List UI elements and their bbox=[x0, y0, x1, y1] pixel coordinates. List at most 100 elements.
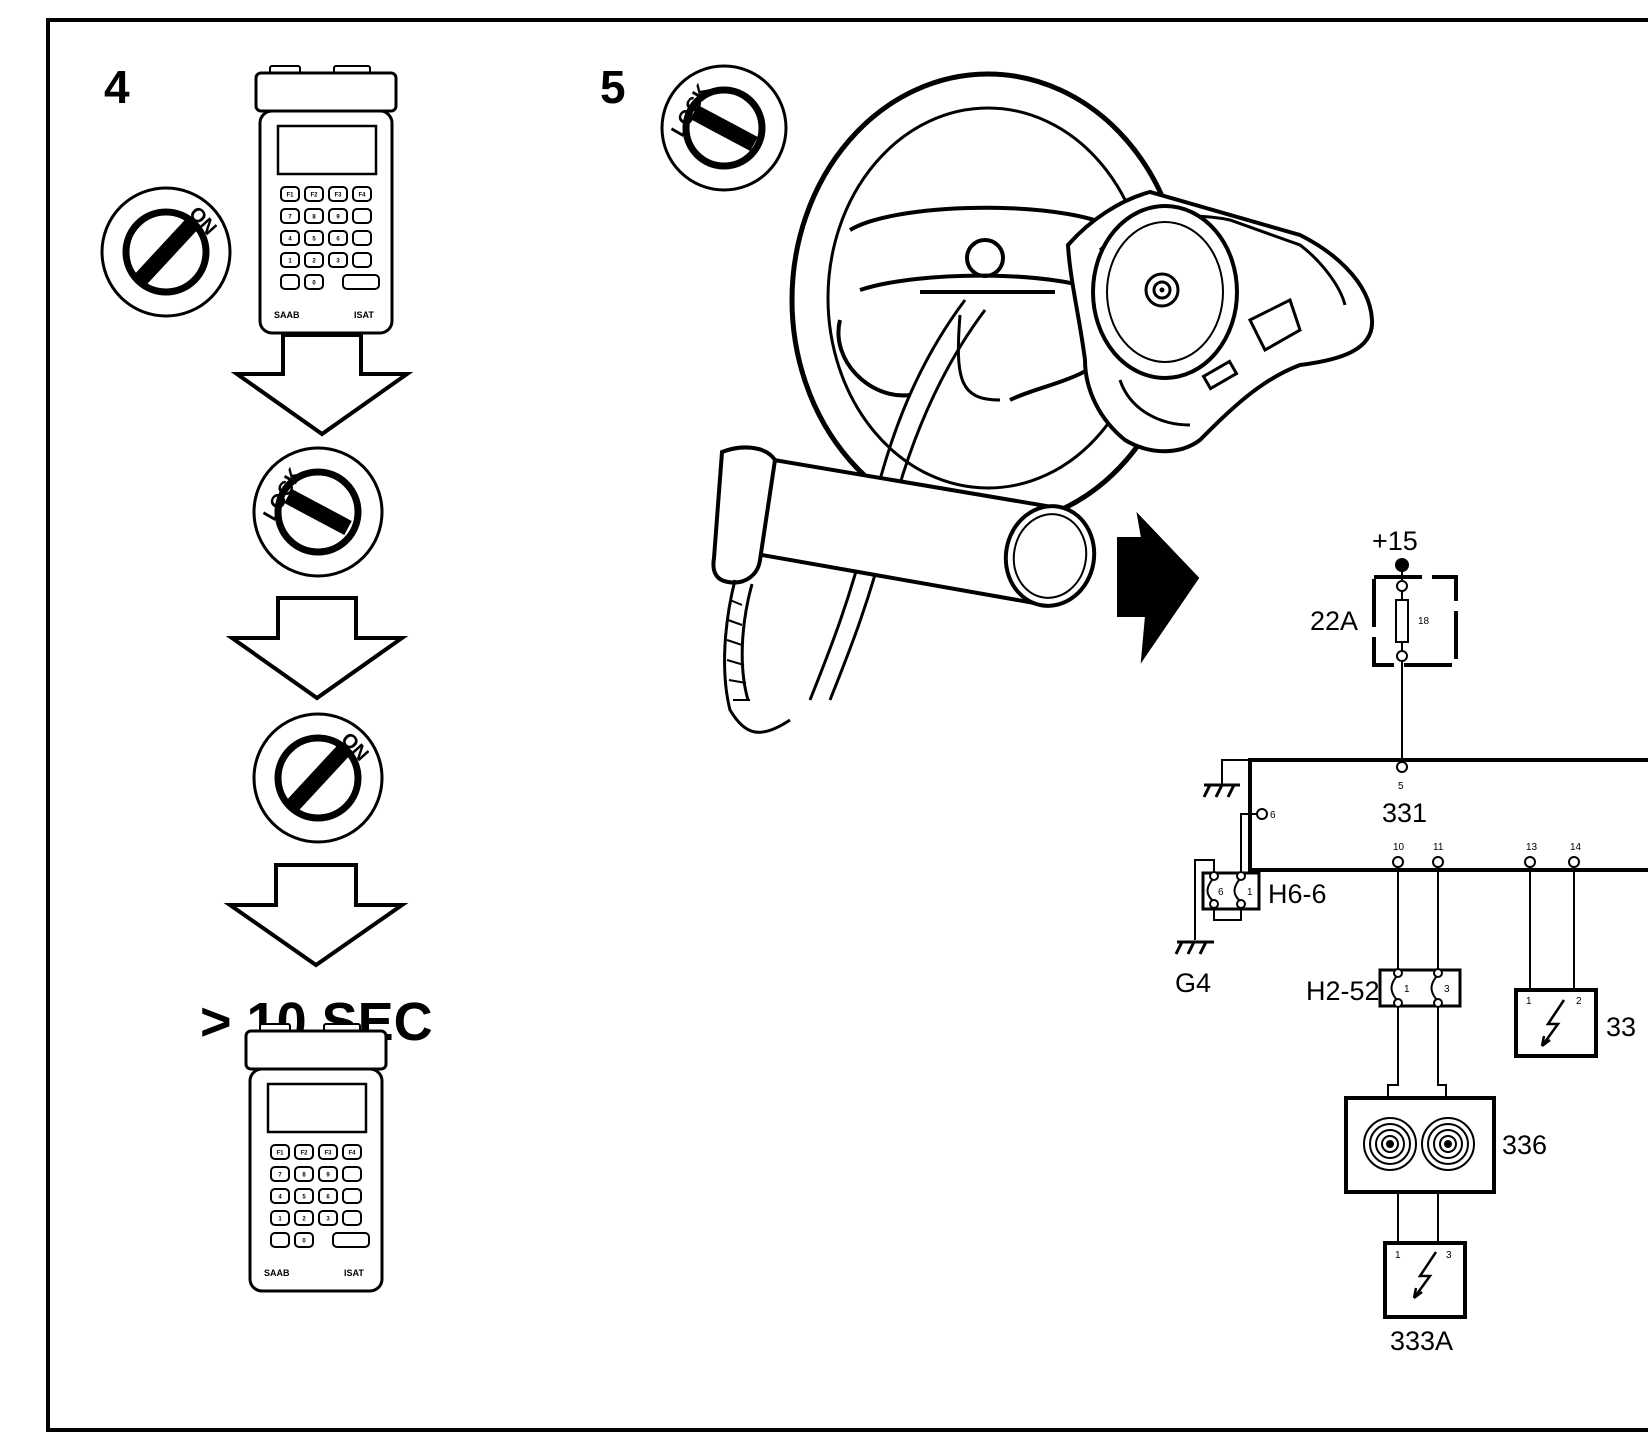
tester-key bbox=[270, 1144, 290, 1160]
ground-label: G4 bbox=[1175, 968, 1211, 998]
pin-10-label: 10 bbox=[1393, 842, 1405, 853]
tester-key-label: 3 bbox=[326, 1217, 330, 1223]
connector-h6-label: H6-6 bbox=[1268, 879, 1327, 909]
pin-6-label: 6 bbox=[1270, 810, 1276, 821]
tester-key-label: 7 bbox=[288, 215, 292, 221]
tester-key bbox=[328, 252, 348, 268]
tester-key bbox=[328, 208, 348, 224]
tester-key bbox=[342, 274, 380, 290]
tester-key bbox=[352, 208, 372, 224]
ignition-on-icon: ON bbox=[252, 712, 384, 844]
arrow-down-icon bbox=[225, 596, 409, 701]
tester-key bbox=[280, 230, 300, 246]
airbag-pin-3: 3 bbox=[1446, 1250, 1452, 1261]
tester-key-label: F2 bbox=[300, 1151, 308, 1157]
airbag-tool-illustration bbox=[711, 445, 1097, 734]
tester-key-label: 7 bbox=[278, 1173, 282, 1179]
tester-key-label: 0 bbox=[312, 281, 316, 287]
tester-key-label: 1 bbox=[278, 1217, 282, 1223]
tester-key-label: F3 bbox=[334, 193, 342, 199]
tester-key-label: F2 bbox=[310, 193, 318, 199]
tester-brand-saab: SAAB bbox=[274, 310, 300, 320]
tester-key bbox=[280, 274, 300, 290]
tester-key bbox=[280, 208, 300, 224]
tester-key-label: F4 bbox=[348, 1151, 356, 1157]
control-unit-label: 331 bbox=[1382, 798, 1427, 828]
tester-key-label: F4 bbox=[358, 193, 366, 199]
pin-13-label: 13 bbox=[1526, 842, 1538, 853]
tester-key bbox=[304, 252, 324, 268]
arrow-down-icon bbox=[223, 863, 409, 968]
tester-key-label: 6 bbox=[326, 1195, 330, 1201]
tester-key-label: F1 bbox=[276, 1151, 284, 1157]
pin-5-label: 5 bbox=[1398, 781, 1404, 792]
step-5-number: 5 bbox=[600, 61, 626, 113]
tester-key-label: 4 bbox=[278, 1195, 282, 1201]
tester-key bbox=[294, 1232, 314, 1248]
unit-pin-1: 1 bbox=[1526, 996, 1532, 1007]
tester-key-label: 1 bbox=[288, 259, 292, 265]
h2-pin-3: 3 bbox=[1444, 984, 1450, 995]
tester-key-label: 5 bbox=[302, 1195, 306, 1201]
fuse-box-label: 22A bbox=[1310, 606, 1358, 636]
step-4-number: 4 bbox=[104, 61, 130, 113]
tester-key bbox=[304, 208, 324, 224]
tester-key-label: 2 bbox=[302, 1217, 306, 1223]
pin-14-label: 14 bbox=[1570, 842, 1582, 853]
tester-key bbox=[270, 1188, 290, 1204]
unit-pin-2: 2 bbox=[1576, 996, 1582, 1007]
wiring-diagram: +15 18 22A 5 331 6 bbox=[1174, 526, 1648, 1356]
tester-key bbox=[294, 1144, 314, 1160]
h6-pin-6: 6 bbox=[1218, 887, 1224, 898]
frame bbox=[46, 18, 1648, 1432]
tester-key bbox=[352, 230, 372, 246]
tester-key bbox=[270, 1232, 290, 1248]
airbag-igniter-bolt-icon bbox=[1412, 1251, 1438, 1299]
contact-reel-coil-icon bbox=[1363, 1117, 1475, 1171]
pin-11-label: 11 bbox=[1433, 842, 1444, 853]
tester-key bbox=[294, 1210, 314, 1226]
tester-key-label: F3 bbox=[324, 1151, 332, 1157]
tester-key bbox=[280, 252, 300, 268]
tester-key bbox=[332, 1232, 370, 1248]
tester-key bbox=[352, 252, 372, 268]
tester-brand-isat: ISAT bbox=[344, 1268, 364, 1278]
tester-brand-isat: ISAT bbox=[354, 310, 374, 320]
tester-key bbox=[342, 1188, 362, 1204]
tester-key bbox=[280, 186, 300, 202]
airbag-pin-1: 1 bbox=[1395, 1250, 1401, 1261]
tester-key-label: 3 bbox=[336, 259, 340, 265]
tester-key bbox=[352, 186, 372, 202]
h2-pin-1: 1 bbox=[1404, 984, 1410, 995]
tester-key-label: 2 bbox=[312, 259, 316, 265]
connector-h2-label: H2-52 bbox=[1306, 976, 1380, 1006]
airbag-module-label: 333A bbox=[1390, 1326, 1453, 1356]
contact-reel-label: 336 bbox=[1502, 1130, 1547, 1160]
tester-key bbox=[304, 230, 324, 246]
tester-key bbox=[318, 1210, 338, 1226]
tester-key bbox=[318, 1144, 338, 1160]
tester-key bbox=[342, 1166, 362, 1182]
tester-key bbox=[294, 1188, 314, 1204]
tester-key bbox=[328, 186, 348, 202]
tester-key bbox=[318, 1166, 338, 1182]
supply-label: +15 bbox=[1372, 526, 1418, 556]
tester-key bbox=[318, 1188, 338, 1204]
ignition-on-icon: ON bbox=[100, 186, 232, 318]
arrow-down-icon bbox=[230, 333, 414, 437]
tester-key bbox=[270, 1166, 290, 1182]
partial-unit-label: 33 bbox=[1606, 1012, 1636, 1042]
tester-key bbox=[342, 1210, 362, 1226]
igniter-bolt-icon bbox=[1540, 999, 1566, 1047]
tester-key bbox=[304, 186, 324, 202]
tester-key-label: 9 bbox=[336, 215, 340, 221]
tester-key-label: 4 bbox=[288, 237, 292, 243]
tester-key bbox=[270, 1210, 290, 1226]
ignition-lock-icon: LOCK bbox=[660, 64, 788, 192]
fuse-number: 18 bbox=[1418, 616, 1430, 627]
tester-brand-saab: SAAB bbox=[264, 1268, 290, 1278]
